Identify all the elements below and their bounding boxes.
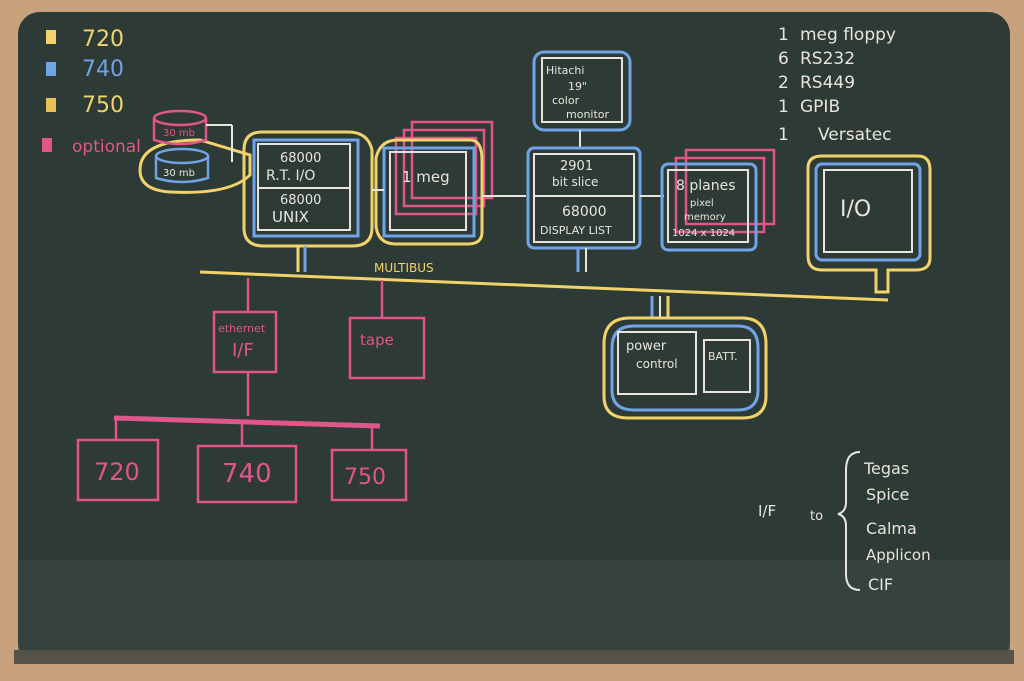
chalk-tray bbox=[14, 650, 1014, 664]
ethernet-line1: ethernet bbox=[218, 322, 266, 335]
station-label-740: 740 bbox=[222, 459, 272, 489]
monitor-line4: monitor bbox=[566, 108, 610, 121]
disk-drives: 30 mb 30 mb bbox=[138, 109, 252, 194]
pixel-line4: 1024 x 1024 bbox=[672, 228, 735, 239]
io-label: I/O bbox=[840, 197, 871, 222]
cpu-board: 68000 R.T. I/O 68000 UNIX bbox=[242, 130, 374, 272]
spec-item-1: meg floppy bbox=[800, 25, 896, 45]
io-board: I/O bbox=[806, 154, 932, 294]
pixel-line2: pixel bbox=[690, 198, 714, 209]
multibus: MULTIBUS bbox=[199, 261, 889, 302]
spec-count-4: 1 bbox=[778, 97, 789, 117]
monitor-line1: Hitachi bbox=[546, 64, 584, 77]
legend-label-optional: optional bbox=[72, 137, 141, 157]
station-box-720 bbox=[76, 438, 160, 502]
interface-target-4: Applicon bbox=[866, 546, 931, 564]
interface-target-2: Spice bbox=[866, 485, 909, 504]
legend-swatch-optional bbox=[42, 138, 52, 152]
cpu-line2: R.T. I/O bbox=[266, 168, 315, 184]
monitor: Hitachi 19" color monitor bbox=[532, 50, 632, 148]
legend-label-750: 750 bbox=[82, 93, 124, 118]
interface-target-3: Calma bbox=[866, 519, 917, 538]
pixel-line1: 8 planes bbox=[676, 178, 736, 194]
interfaces-to: to bbox=[810, 509, 823, 524]
specs-list: 1 meg floppy 6 RS232 2 RS449 1 GPIB 1 Ve… bbox=[778, 25, 896, 145]
spec-count-2: 6 bbox=[778, 49, 789, 69]
monitor-line3: color bbox=[552, 94, 580, 107]
legend: 720 740 750 optional bbox=[42, 27, 141, 157]
display-line3: 68000 bbox=[562, 204, 607, 220]
station-box-740 bbox=[196, 444, 298, 504]
cpu-line1: 68000 bbox=[280, 151, 321, 166]
cpu-line3: 68000 bbox=[280, 193, 321, 208]
spec-item-5: Versatec bbox=[818, 125, 892, 145]
display-line4: DISPLAY LIST bbox=[540, 224, 612, 237]
disk-bottom-label: 30 mb bbox=[163, 168, 195, 179]
power-line2: control bbox=[636, 357, 678, 371]
legend-label-720: 720 bbox=[82, 27, 124, 52]
interfaces-list: I/F to Tegas Spice Calma Applicon CIF bbox=[758, 451, 931, 594]
legend-swatch-720 bbox=[46, 30, 56, 44]
ethernet-line2: I/F bbox=[232, 340, 254, 361]
legend-swatch-750 bbox=[46, 98, 56, 112]
pixel-line3: memory bbox=[684, 212, 726, 223]
station-box-750 bbox=[330, 448, 408, 502]
memory-label: 1 meg bbox=[402, 168, 450, 186]
interface-target-5: CIF bbox=[868, 575, 893, 594]
battery-label: BATT. bbox=[708, 350, 738, 363]
spec-count-5: 1 bbox=[778, 125, 789, 145]
pixel-memory-board: 8 planes pixel memory 1024 x 1024 bbox=[660, 148, 776, 252]
station-network: 720 740 750 bbox=[76, 415, 408, 504]
display-line1: 2901 bbox=[560, 159, 593, 174]
display-line2: bit slice bbox=[552, 175, 598, 189]
spec-count-3: 2 bbox=[778, 73, 789, 93]
spec-item-4: GPIB bbox=[800, 97, 840, 117]
monitor-line2: 19" bbox=[568, 80, 587, 93]
legend-swatch-740 bbox=[46, 62, 56, 76]
memory-board: 1 meg bbox=[372, 120, 526, 246]
disk-top-label: 30 mb bbox=[163, 128, 195, 139]
power-subsystem: power control BATT. bbox=[602, 296, 768, 420]
interface-target-1: Tegas bbox=[863, 459, 909, 478]
spec-item-3: RS449 bbox=[800, 73, 855, 93]
legend-label-740: 740 bbox=[82, 57, 124, 82]
station-label-750: 750 bbox=[344, 465, 386, 490]
station-label-720: 720 bbox=[94, 458, 140, 486]
tape-label: tape bbox=[360, 331, 394, 349]
power-line1: power bbox=[626, 339, 667, 354]
tape-drive: tape bbox=[348, 280, 426, 380]
bus-label: MULTIBUS bbox=[374, 261, 434, 275]
smudge-area bbox=[18, 560, 1010, 664]
spec-item-2: RS232 bbox=[800, 49, 855, 69]
display-board: 2901 bit slice 68000 DISPLAY LIST bbox=[526, 146, 664, 272]
spec-count-1: 1 bbox=[778, 25, 789, 45]
ethernet-interface: ethernet I/F bbox=[212, 278, 278, 416]
cpu-line4: UNIX bbox=[272, 208, 309, 226]
interfaces-prefix: I/F bbox=[758, 502, 776, 520]
